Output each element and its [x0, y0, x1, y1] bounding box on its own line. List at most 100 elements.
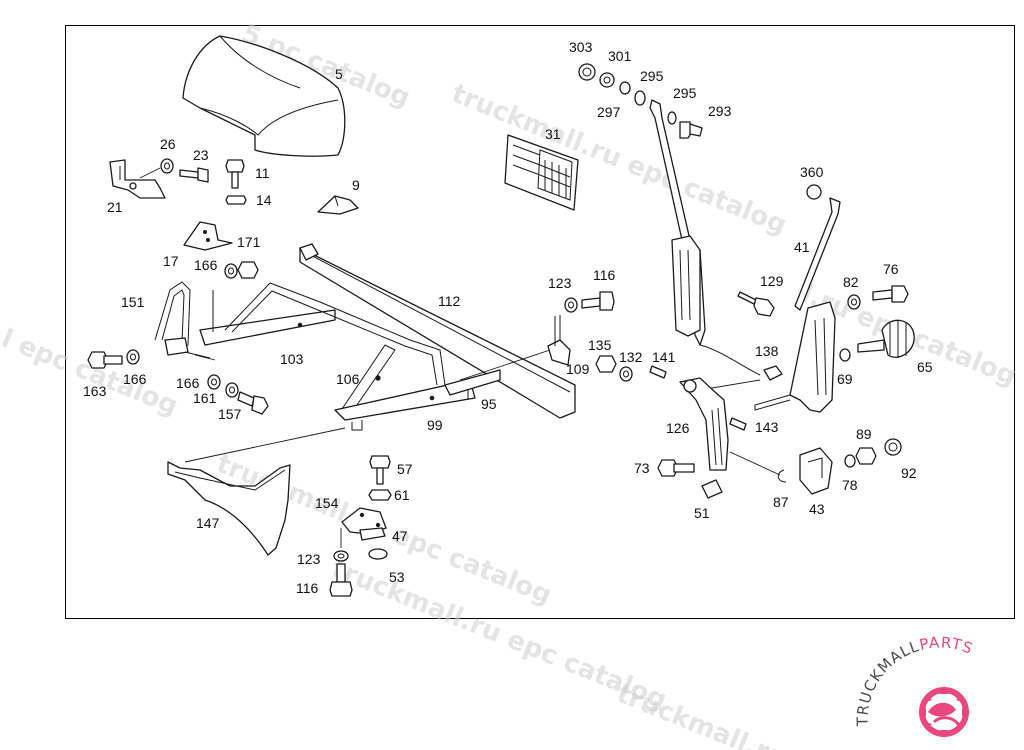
callout-label: 78	[842, 477, 858, 493]
callout-label: 166	[176, 375, 200, 391]
callout-label: 138	[755, 343, 779, 359]
nut-135-part	[595, 355, 617, 373]
washer-123-part	[564, 297, 578, 313]
callout-label: 69	[837, 371, 853, 387]
bolt-157-part	[237, 391, 269, 415]
bolt-73-part	[657, 459, 695, 477]
callout-label: 95	[481, 396, 497, 412]
bolt-116-part	[581, 291, 615, 311]
clip-87-part	[777, 469, 787, 483]
diagram-frame	[65, 25, 1015, 619]
bolt-129-part	[737, 291, 775, 317]
callout-label: 297	[597, 104, 621, 120]
lever-rod-part	[649, 99, 761, 376]
callout-label: 112	[438, 293, 461, 309]
brand-logo: TRUCKMALLPARTS	[853, 633, 975, 738]
washer-297-part	[634, 90, 646, 106]
callout-label: 57	[397, 461, 413, 477]
callout-label: 295	[640, 68, 664, 84]
label-plate-31-part	[504, 134, 579, 211]
callout-label: 295	[673, 85, 697, 101]
brand-name-accent: PARTS	[918, 633, 976, 658]
callout-label: 166	[123, 371, 147, 387]
callout-label: 47	[392, 528, 408, 544]
callout-label: 103	[280, 351, 304, 367]
callout-label: 147	[196, 515, 220, 531]
washer-295-part	[667, 111, 677, 125]
callout-label: 51	[694, 505, 710, 521]
callout-label: 141	[652, 349, 676, 365]
bracket-109-part	[547, 316, 571, 366]
washer-166-part	[126, 349, 140, 365]
gear-icon	[918, 686, 970, 738]
callout-label: 129	[760, 273, 784, 289]
seat-frame-part	[154, 243, 576, 431]
watermark-text: truckmall.ru epc catalog	[447, 79, 790, 241]
bolt-76-part	[872, 285, 909, 303]
brand-name-dark: TRUCKMALL	[853, 637, 921, 727]
bushing-301-part	[599, 72, 615, 88]
svg-text:TRUCKMALLPARTS: TRUCKMALLPARTS	[853, 633, 975, 727]
bolt-11-part	[225, 159, 245, 189]
callout-label: 87	[773, 494, 789, 510]
callout-label: 154	[315, 495, 339, 511]
callout-label: 109	[566, 361, 590, 377]
seat-cushion-part	[182, 35, 346, 157]
callout-label: 157	[218, 406, 242, 422]
callout-label: 41	[794, 239, 810, 255]
lever-126-part	[679, 377, 729, 471]
callout-label: 53	[389, 569, 405, 585]
callout-label: 89	[856, 426, 872, 442]
washer-123-part	[333, 550, 349, 562]
bolt-57-part	[369, 455, 391, 485]
callout-label: 99	[427, 417, 443, 433]
watermark-text: truckmall.ru	[612, 679, 790, 750]
bushing-303-part	[578, 63, 596, 81]
bracket-21-part	[109, 159, 166, 199]
callout-label: 171	[237, 234, 261, 250]
callout-label: 61	[394, 487, 410, 503]
washer-78-part	[844, 454, 856, 468]
washer-132-part	[619, 366, 633, 382]
clip-47-part	[359, 527, 386, 541]
callout-label: 73	[634, 460, 650, 476]
callout-label: 23	[193, 147, 209, 163]
washer-166-part	[224, 263, 238, 279]
washer-295-part	[619, 81, 631, 95]
callout-label: 5	[335, 66, 343, 82]
bolt-163-part	[87, 351, 123, 369]
callout-label: 106	[336, 371, 360, 387]
callout-label: 132	[619, 349, 643, 365]
washer-14-part	[225, 195, 247, 205]
callout-labels: 303 301 295 295 297 293 31 5 26 23 11 21…	[83, 39, 933, 596]
bracket-9-part	[317, 195, 359, 215]
pin-143-part	[729, 417, 747, 431]
block-138-part	[763, 365, 783, 381]
callout-label: 116	[296, 580, 319, 596]
callout-label: 11	[255, 165, 270, 181]
callout-label: 76	[883, 261, 899, 277]
pin-141-part	[649, 365, 667, 379]
callout-label: 123	[297, 551, 321, 567]
callout-label: 166	[194, 257, 218, 273]
bolt-293-part	[679, 121, 703, 139]
callout-label: 65	[917, 359, 933, 375]
rod-41-part	[754, 197, 841, 413]
callout-label: 82	[843, 274, 859, 290]
washer-161-part	[225, 382, 239, 398]
callout-label: 21	[107, 199, 123, 215]
cap-360-part	[806, 184, 822, 200]
bracket-154-part	[341, 507, 387, 535]
callout-label: 26	[160, 136, 176, 152]
cap-51-part	[701, 479, 723, 499]
washer-82-part	[847, 294, 861, 310]
callout-label: 92	[901, 465, 917, 481]
side-panel-147-part	[167, 461, 291, 556]
washer-166-part	[207, 374, 221, 390]
callout-label: 43	[809, 501, 825, 517]
callout-label: 161	[193, 390, 217, 406]
callout-label: 126	[666, 420, 690, 436]
watermark-text: l epc catalog	[0, 324, 182, 422]
callout-label: 17	[163, 253, 179, 269]
